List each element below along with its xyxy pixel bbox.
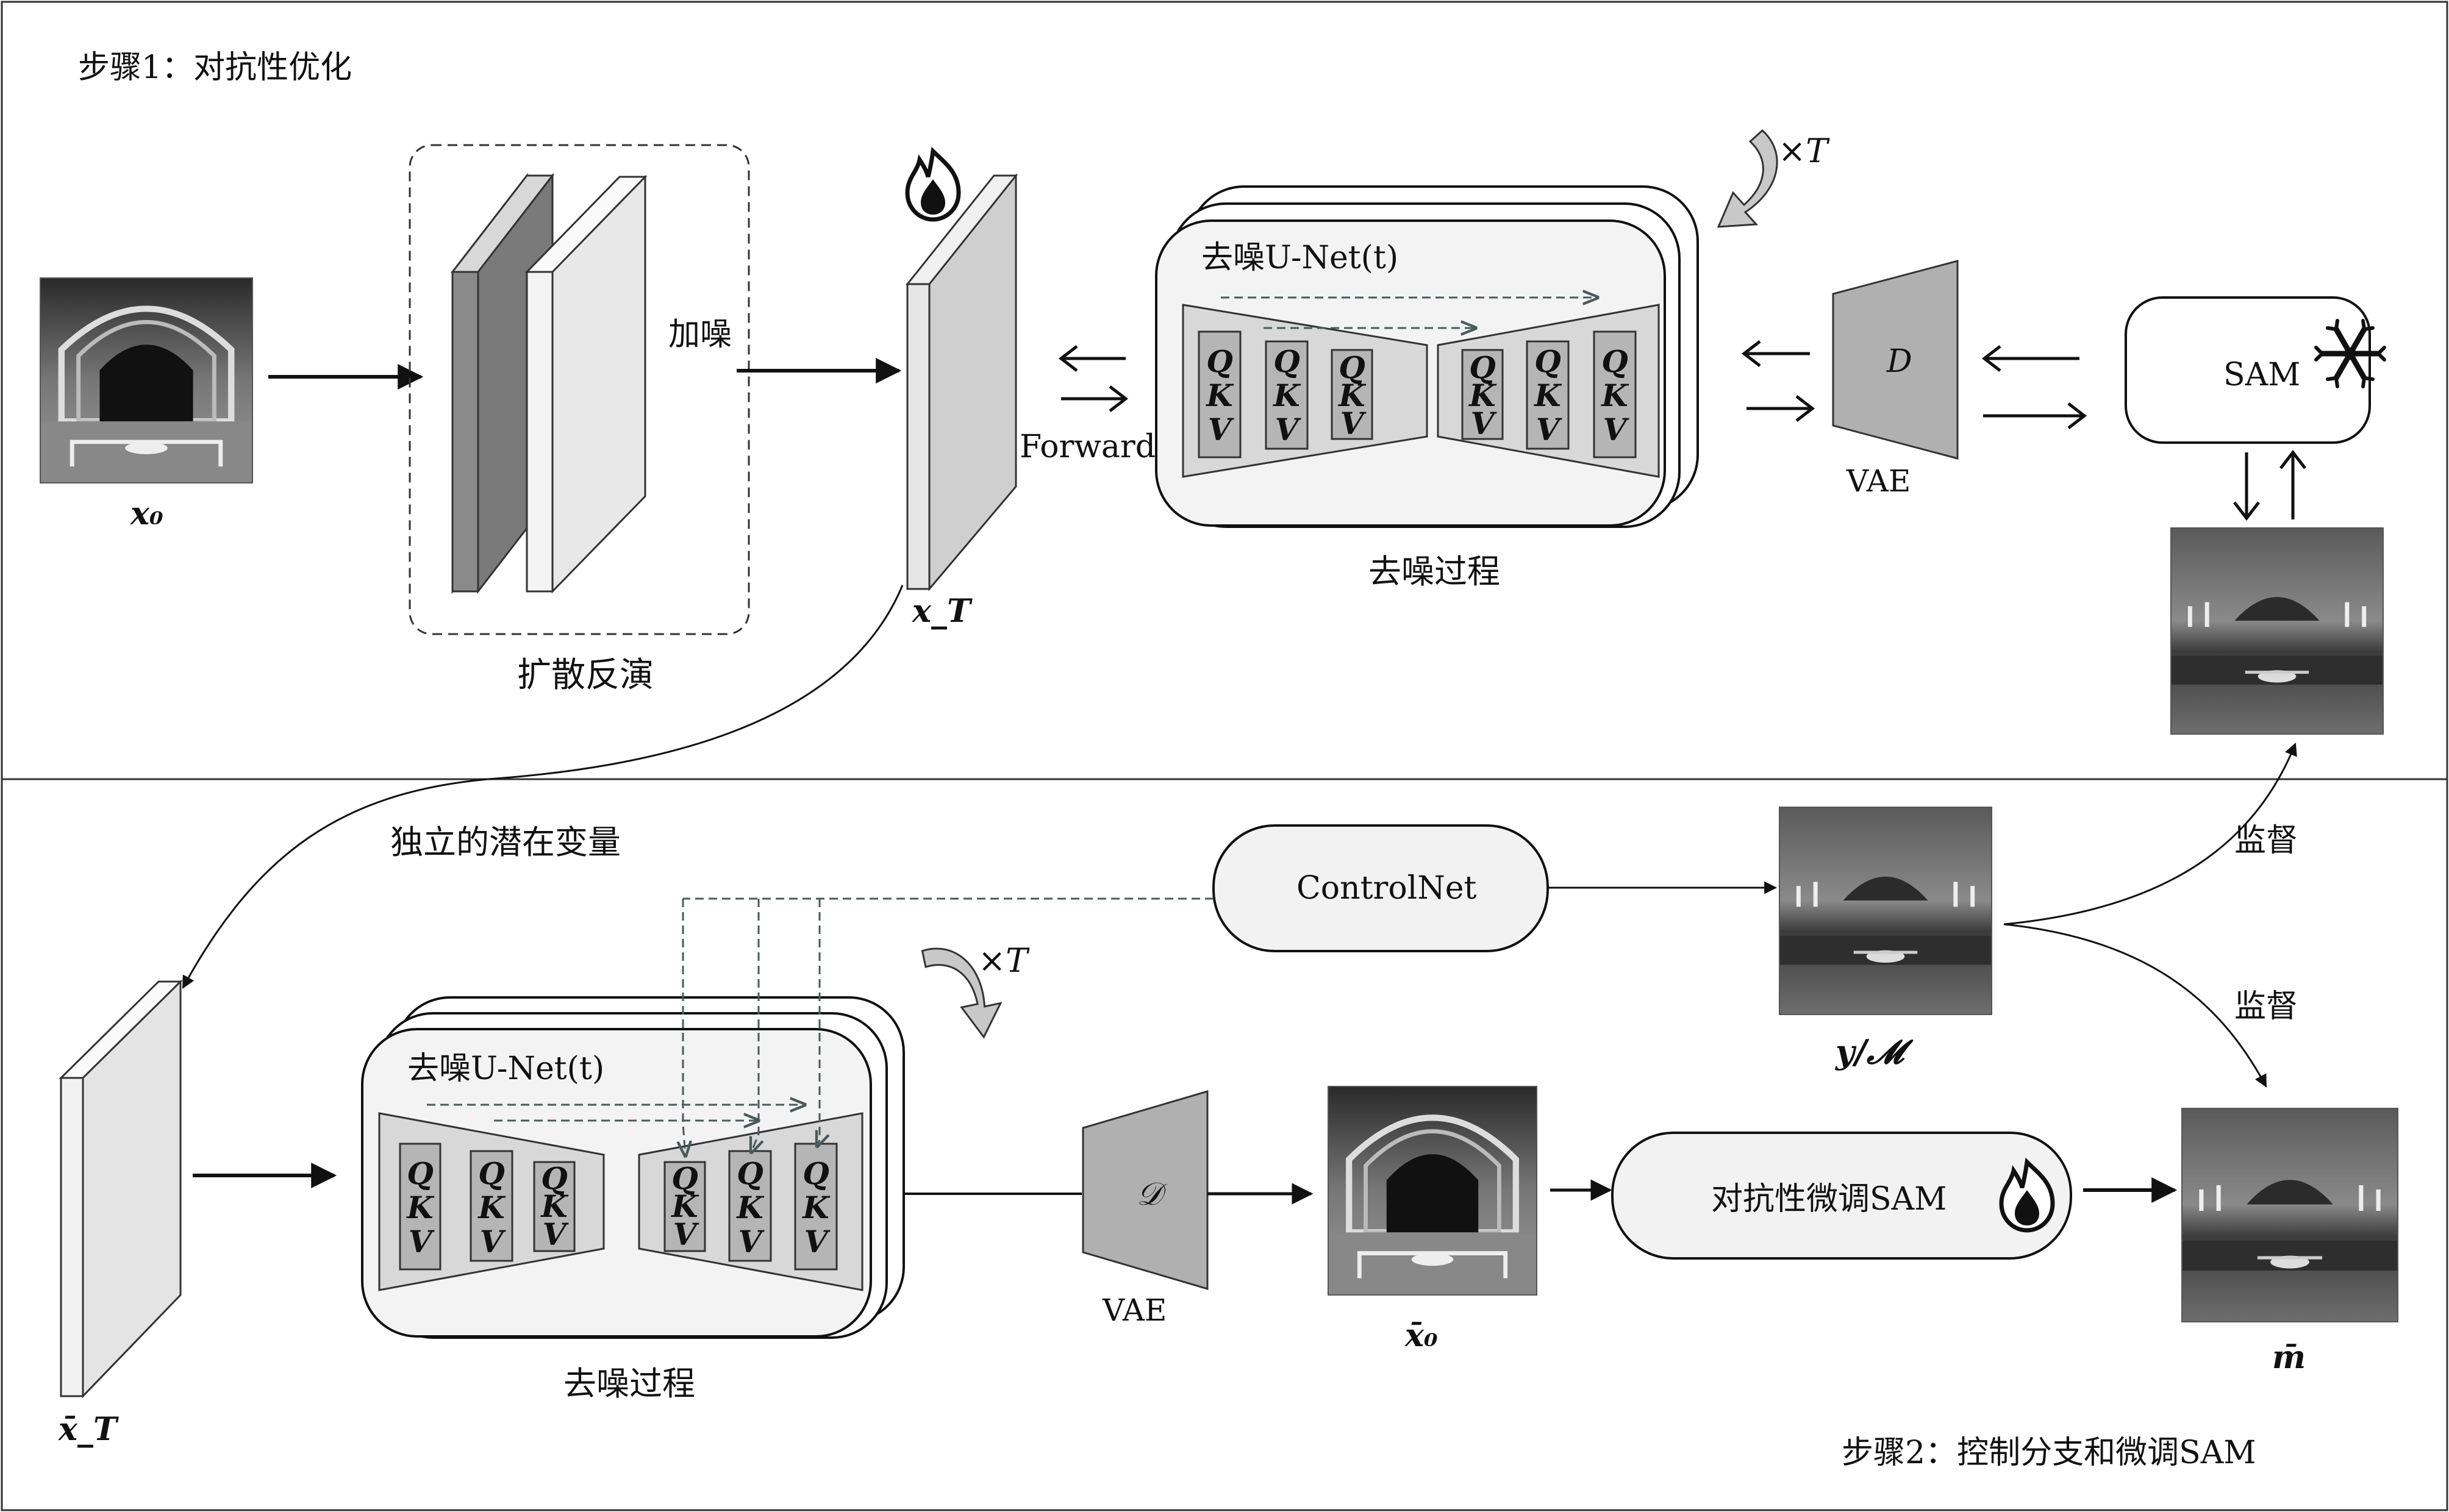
q-letter: Q <box>1534 343 1561 379</box>
qkv-letters-step1: Q K V Q K V Q K V Q K V Q K V Q K V <box>1205 343 1629 448</box>
inversion-plate-2 <box>524 174 648 594</box>
v-letter: V <box>673 1216 700 1252</box>
qkv-blocks-step2 <box>399 1143 838 1271</box>
loop-arrow-icon <box>1717 129 1778 228</box>
q-letter: Q <box>1339 349 1365 385</box>
k-letter: K <box>1600 377 1629 413</box>
q-letter: Q <box>478 1155 505 1191</box>
label-x0-bar: x̄₀ <box>1404 1317 1438 1354</box>
times-T-step2: ×T <box>978 941 1030 980</box>
q-letter: Q <box>737 1155 763 1191</box>
q-letter: Q <box>1469 349 1496 385</box>
q-letter: Q <box>1273 343 1300 379</box>
vae-decoder-step2 <box>1082 1089 1209 1291</box>
q-letter: Q <box>1601 343 1628 379</box>
generated-image-x0-bar <box>1328 1086 1537 1295</box>
arrow-supervise-up <box>2003 743 2297 925</box>
vae-label-step1: VAE <box>1846 463 1911 499</box>
finetune-sam-box <box>1611 1132 2072 1260</box>
sam-label: SAM <box>2223 357 2300 393</box>
label-yM: y/𝓜 <box>1835 1032 1914 1071</box>
loop-arrow-icon <box>921 947 1003 1039</box>
k-letter: K <box>477 1189 506 1225</box>
v-letter: V <box>1208 412 1235 448</box>
controlnet-label: ControlNet <box>1296 870 1477 907</box>
snowflake-icon <box>2314 319 2386 388</box>
forward-label: Forward <box>1020 429 1156 465</box>
supervise-label-1: 监督 <box>2234 822 2298 859</box>
sam-output-image <box>2171 528 2383 734</box>
fire-icon <box>1999 1157 2055 1233</box>
k-letter: K <box>801 1189 831 1225</box>
k-letter: K <box>1533 377 1562 413</box>
label-xT-bar: x̄_T <box>58 1411 119 1448</box>
supervise-label-2: 监督 <box>2234 988 2298 1025</box>
arrow-supervise-down <box>2003 923 2267 1088</box>
qkv-blocks-step1 <box>1198 330 1637 458</box>
v-letter: V <box>804 1224 831 1260</box>
dashed-skip-step2 <box>427 1105 805 1121</box>
step2-title: 步骤2：控制分支和微调SAM <box>1842 1435 2256 1471</box>
inversion-label: 扩散反演 <box>517 655 654 695</box>
arrows-sam-seg <box>2233 449 2306 521</box>
forward-arrows <box>1058 345 1129 412</box>
finetune-label: 对抗性微调SAM <box>1711 1181 1947 1218</box>
sam-box <box>2125 296 2371 444</box>
latent-plate-xT-bar <box>59 979 183 1399</box>
dashed-skip-step1 <box>1221 298 1598 328</box>
v-letter: V <box>409 1224 435 1260</box>
k-letter: K <box>670 1188 699 1224</box>
q-letter: Q <box>407 1155 434 1191</box>
q-letter: Q <box>541 1160 568 1196</box>
input-image-x0 <box>40 278 252 483</box>
vae-label-step2: VAE <box>1102 1293 1167 1328</box>
controlnet-dashed-lines <box>683 897 1214 1156</box>
q-letter: Q <box>803 1155 829 1191</box>
k-letter: K <box>540 1188 569 1224</box>
k-letter: K <box>406 1189 435 1225</box>
denoise-label-step1: 去噪过程 <box>1368 552 1500 591</box>
v-letter: V <box>1603 412 1630 448</box>
arrows-vae-sam <box>1981 345 2087 429</box>
denoise-label-step2: 去噪过程 <box>563 1364 695 1403</box>
unet-title-step1: 去噪U-Net(t) <box>1201 240 1398 276</box>
latent-plate-xT <box>905 173 1018 591</box>
condition-image-yM <box>1779 807 1992 1015</box>
arrows-unet-vae <box>1741 340 1815 422</box>
k-letter: K <box>1337 377 1367 413</box>
vae-decoder-step1 <box>1832 260 1959 460</box>
latent-label: 独立的潜在变量 <box>390 823 621 861</box>
controlnet-box <box>1212 824 1549 952</box>
q-letter: Q <box>1206 343 1233 379</box>
unet-title-step2: 去噪U-Net(t) <box>407 1050 604 1087</box>
q-letter: Q <box>671 1160 698 1196</box>
v-letter: V <box>738 1224 765 1260</box>
qkv-letters-step2: Q K V Q K V Q K V Q K V Q K V Q K V <box>406 1155 831 1260</box>
v-letter: V <box>1340 405 1367 441</box>
diffusion-inversion-box <box>409 144 750 635</box>
v-letter: V <box>1536 412 1563 448</box>
label-xT: x_T <box>912 593 973 630</box>
fire-icon <box>905 146 961 222</box>
k-letter: K <box>735 1189 765 1225</box>
label-m-bar: m̄ <box>2272 1339 2306 1376</box>
noise-label: 加噪 <box>668 316 732 353</box>
label-x0: x₀ <box>130 495 163 532</box>
v-letter: V <box>1471 405 1498 441</box>
k-letter: K <box>1468 377 1497 413</box>
times-T-step1: ×T <box>1778 132 1830 170</box>
v-letter: V <box>543 1216 570 1252</box>
inversion-plate-1 <box>450 173 555 594</box>
k-letter: K <box>1272 377 1301 413</box>
output-mask-m-bar <box>2182 1108 2398 1322</box>
arrow-latent-copy <box>182 585 904 989</box>
v-letter: V <box>480 1224 507 1260</box>
vae-D-step1: D <box>1886 343 1912 380</box>
k-letter: K <box>1205 377 1234 413</box>
v-letter: V <box>1275 412 1302 448</box>
step1-title: 步骤1：对抗性优化 <box>78 49 352 86</box>
